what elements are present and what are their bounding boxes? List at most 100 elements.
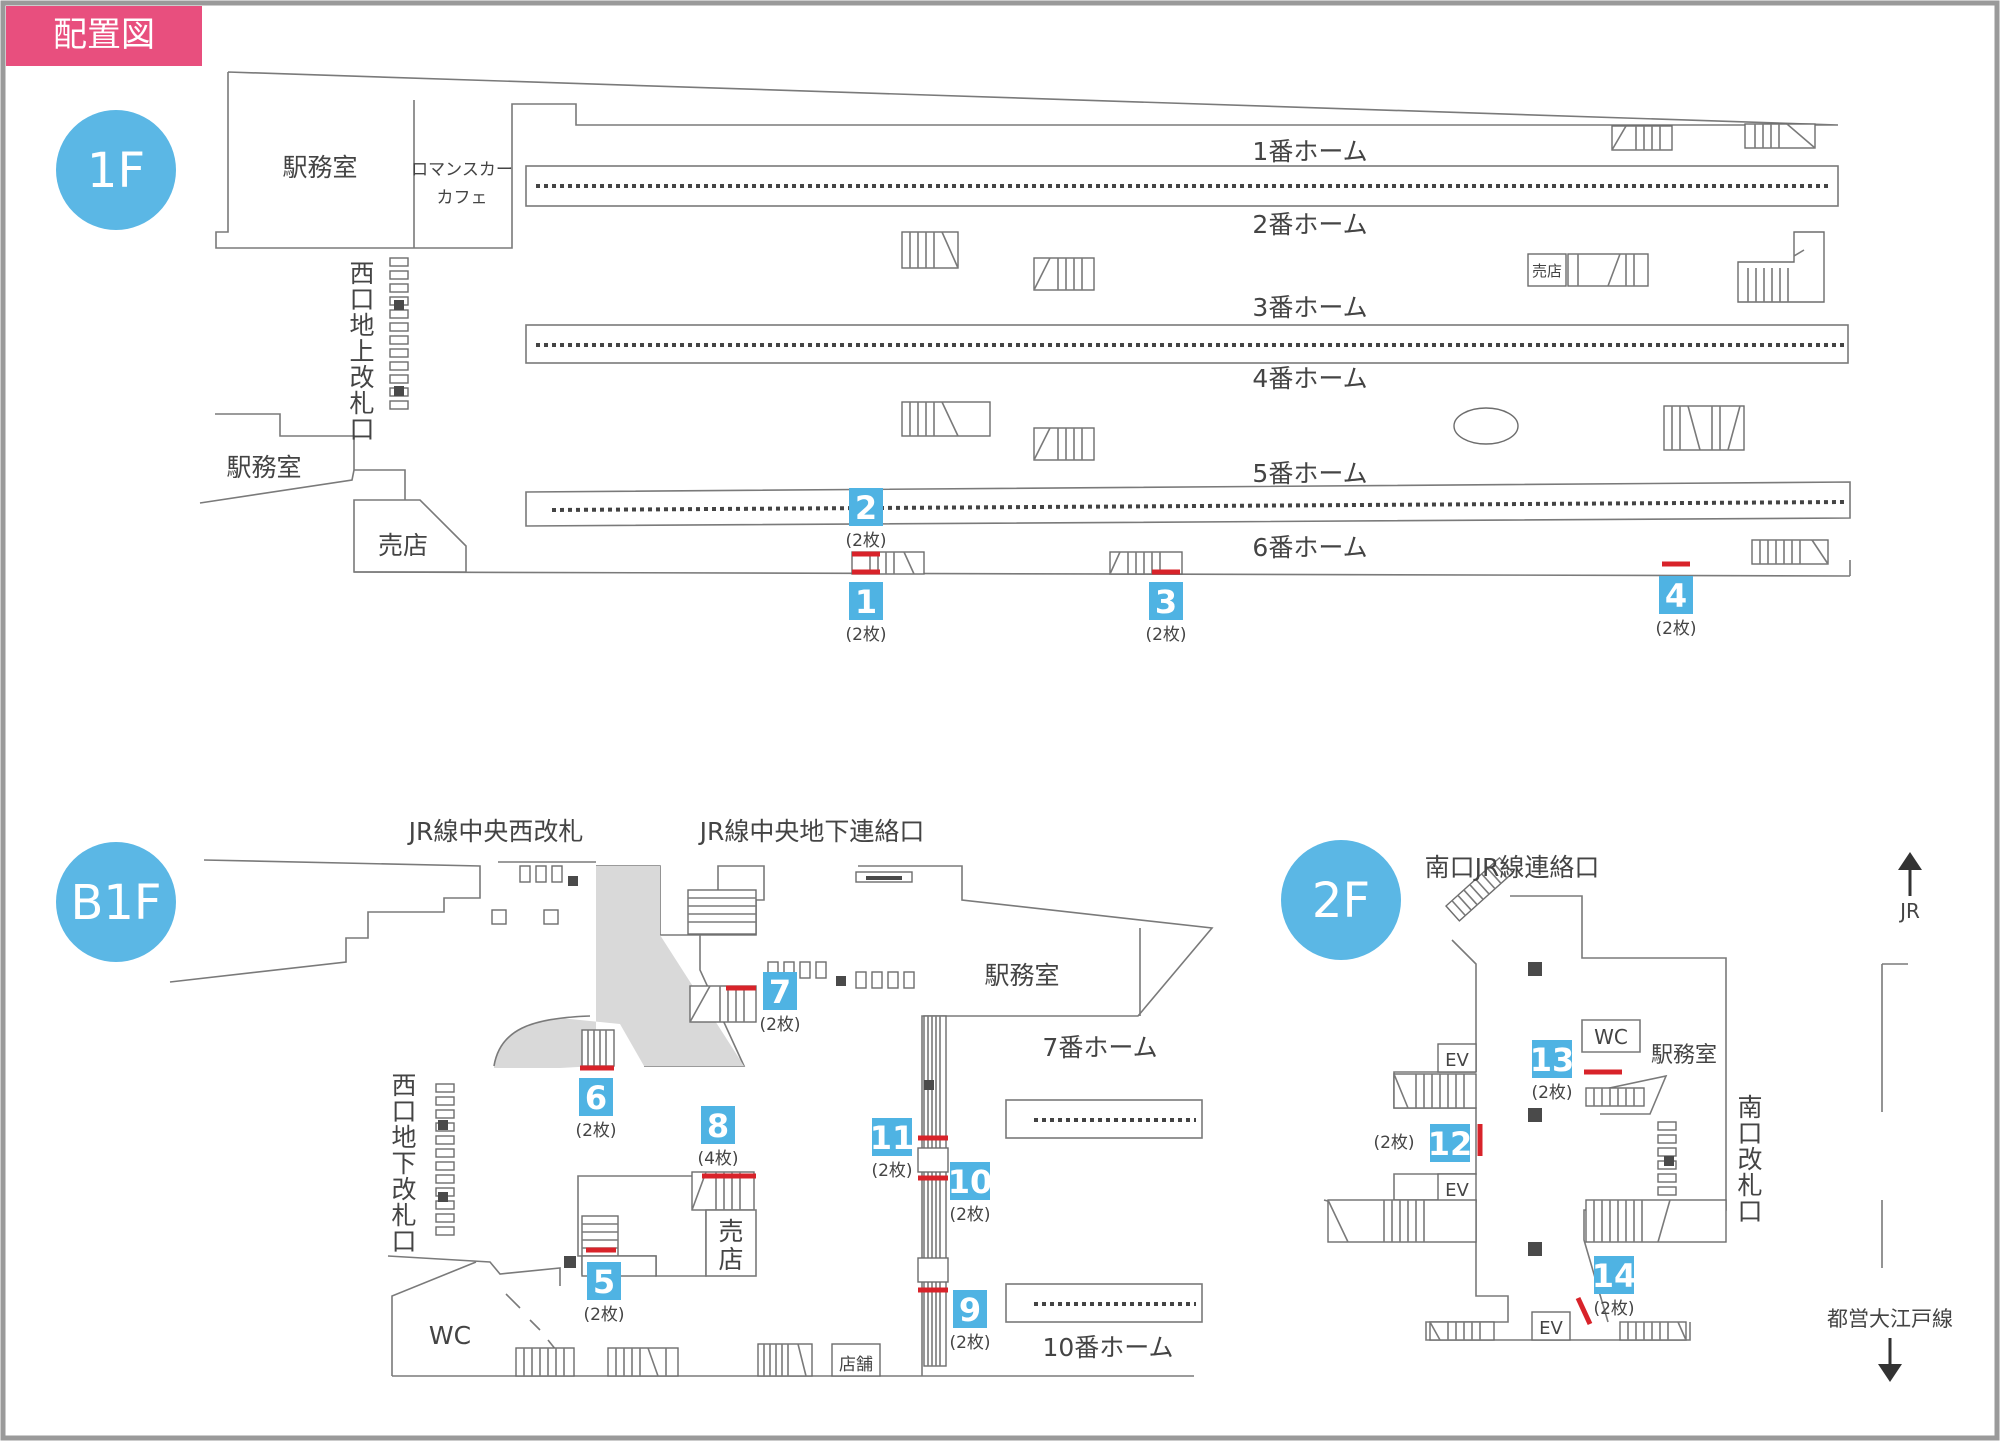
b1f-platform-10-label: 10番ホーム: [1042, 1333, 1173, 1362]
b1f-wc-wall-top: [387, 1255, 561, 1286]
platform-label-3: 3番ホーム: [1252, 293, 1367, 322]
ticket-gate: [1657, 1173, 1677, 1183]
b1f-jr-west-gate-label: JR線中央西改札: [407, 817, 584, 846]
direction-oedo: 都営大江戸線: [1827, 1307, 1953, 1382]
floor-badge-2f: 2F: [1281, 840, 1401, 960]
badge-count: (2枚): [845, 625, 886, 645]
1f-station-office-2-label: 駅務室: [226, 453, 301, 482]
b1f-station-office-wall: [858, 865, 1214, 1376]
badge-count: (2枚): [1655, 619, 1696, 639]
ticket-gate: [1657, 1147, 1677, 1157]
badge-bg: [1430, 1124, 1470, 1162]
b1f-kiosk-box: [705, 1209, 757, 1277]
1f-romance-car-label: ロマンスカーカフェ: [411, 160, 513, 208]
location-badge-8[interactable]: 8(4枚): [697, 1106, 739, 1169]
floor-circle-2f: [1281, 840, 1401, 960]
floor-badge-1f: 1F: [56, 110, 176, 230]
badge-bg: [950, 1162, 990, 1200]
b1f-curve-wall: [493, 1015, 591, 1067]
badge-number: 10: [948, 1163, 993, 1201]
1f-pillar-oval: [1453, 407, 1519, 445]
2f-south-jr-link-label: 南口JR線連絡口: [1425, 853, 1600, 882]
2f-wc-box: [1581, 1019, 1641, 1053]
location-badge-11[interactable]: 11(2枚): [870, 1118, 915, 1181]
location-badge-6[interactable]: 6(2枚): [575, 1078, 617, 1141]
location-badge-12[interactable]: 12(2枚): [1373, 1124, 1472, 1163]
ticket-gate: [435, 1148, 455, 1158]
2f-ev-3-box: [1531, 1311, 1571, 1341]
ticket-gate: [389, 322, 409, 332]
2f-ev-1-label: EV: [1445, 1050, 1469, 1071]
badge-count: (2枚): [845, 531, 886, 551]
1f-ticket-gates: [389, 257, 409, 410]
ticket-gate: [435, 1226, 455, 1236]
2f-outline: [1323, 895, 1908, 1341]
location-badge-2[interactable]: 2(2枚): [845, 488, 887, 551]
ticket-gate: [435, 1109, 455, 1119]
stair-i: [1663, 405, 1745, 451]
ticket-gate: [389, 309, 409, 319]
direction-oedo-label: 都営大江戸線: [1827, 1307, 1953, 1331]
badge-bg: [849, 488, 883, 526]
floor-circle-b1f: [56, 842, 176, 962]
badge-bg: [579, 1078, 613, 1116]
location-badge-3[interactable]: 3(2枚): [1145, 582, 1187, 645]
ticket-gate: [1657, 1186, 1677, 1196]
floor-label-1f: 1F: [87, 143, 145, 199]
stair-k: [1109, 551, 1183, 575]
platform-label-6: 6番ホーム: [1252, 533, 1367, 562]
stair-d: [1744, 123, 1816, 149]
badge-count: (2枚): [949, 1205, 990, 1225]
b1f-kiosk-label: 売店: [718, 1217, 743, 1274]
slot-marker-14: [1575, 1296, 1593, 1326]
1f-west-step: [354, 469, 406, 500]
ticket-gate: [435, 1174, 455, 1184]
badge-count: (2枚): [575, 1121, 616, 1141]
2f-slot-markers: [1477, 1069, 1622, 1326]
location-badge-7[interactable]: 7(2枚): [759, 972, 801, 1035]
location-badge-13[interactable]: 13(2枚): [1530, 1040, 1575, 1103]
ticket-gate: [389, 374, 409, 384]
location-badge-5[interactable]: 5(2枚): [583, 1262, 625, 1325]
arrow-up-head-icon: [1898, 852, 1922, 870]
b1f-shaded-passage: [494, 866, 744, 1068]
badge-bg: [587, 1262, 621, 1300]
floor-2f: 2F 南口JR線連絡口: [1281, 840, 1953, 1382]
ticket-gate: [435, 1213, 455, 1223]
badge-bg: [872, 1118, 912, 1156]
direction-jr: JR: [1898, 852, 1922, 923]
badge-bg: [1532, 1040, 1572, 1078]
floor-b1f: B1F: [56, 817, 1214, 1377]
ticket-gate: [389, 270, 409, 280]
page-title: 配置図: [53, 15, 155, 55]
1f-kiosk-small-box: [1527, 253, 1567, 287]
badge-number: 1: [855, 583, 877, 621]
badge-count: (2枚): [1145, 625, 1186, 645]
platform-10: [1005, 1283, 1203, 1323]
location-badge-4[interactable]: 4(2枚): [1655, 576, 1697, 639]
badge-number: 7: [769, 973, 791, 1011]
2f-south-gate-label: 南口改札口: [1737, 1093, 1762, 1226]
floor-badge-b1f: B1F: [56, 842, 176, 962]
1f-south-wall: [353, 571, 1851, 577]
badge-bg: [953, 1290, 987, 1328]
ticket-gate: [435, 1135, 455, 1145]
ticket-gate: [1657, 1134, 1677, 1144]
1f-stairs: 売店: [851, 123, 1829, 575]
1f-west-gate-label: 西口地上改札口: [349, 259, 374, 444]
badge-bg: [1659, 576, 1693, 614]
location-badge-10[interactable]: 10 (2枚): [948, 1162, 993, 1225]
b1f-slot-markers: [580, 985, 948, 1293]
location-badge-9[interactable]: 9(2枚): [949, 1290, 991, 1353]
1f-kiosk-small-label: 売店: [1532, 262, 1562, 280]
ticket-gate: [389, 348, 409, 358]
stair-e: [1567, 253, 1649, 287]
stair-l: [1751, 539, 1829, 565]
2f-office-stair-wall: [1599, 1074, 1668, 1115]
stair-b: [1033, 257, 1095, 291]
location-badge-1[interactable]: 1 (2枚): [845, 582, 887, 645]
1f-outline: [199, 71, 1851, 577]
b1f-wc-wall: [391, 1261, 477, 1376]
location-badge-14[interactable]: 14(2枚): [1592, 1256, 1637, 1319]
